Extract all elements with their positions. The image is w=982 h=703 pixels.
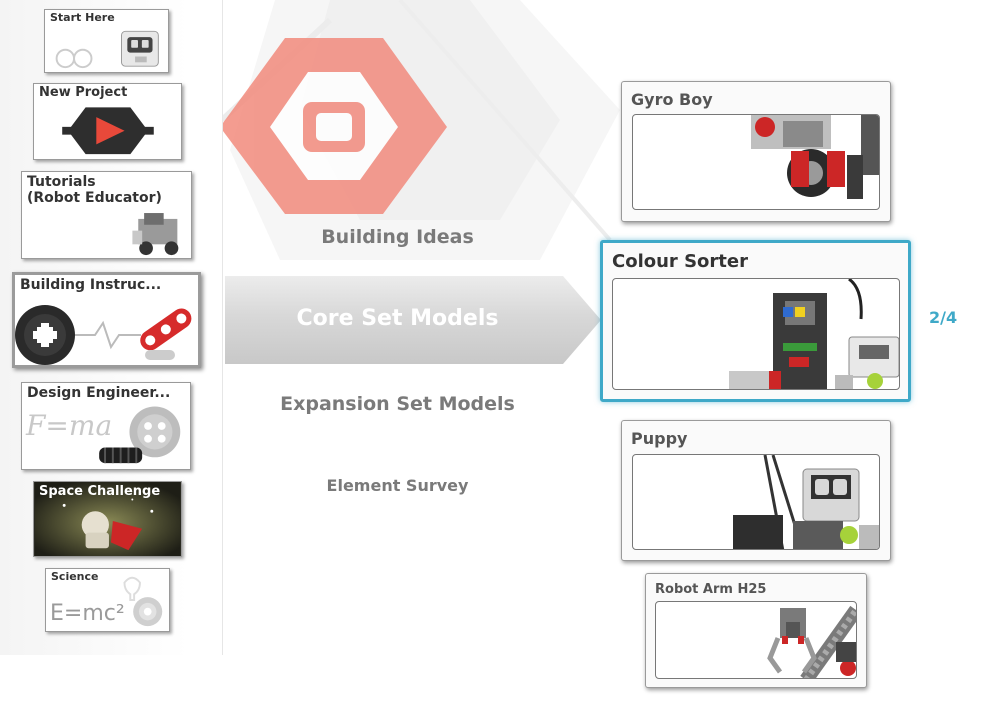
sidebar-item-new-project[interactable]: New Project	[33, 83, 182, 160]
sidebar-item-design-engineering[interactable]: Design Engineer... F=ma	[21, 382, 191, 470]
sidebar-item-label: Building Instruc...	[20, 277, 162, 293]
category-building-ideas[interactable]: Building Ideas	[321, 226, 474, 248]
model-card-robot-arm-h25[interactable]: Robot Arm H25	[645, 573, 867, 688]
sidebar-item-space-challenge[interactable]: Space Challenge	[33, 481, 182, 557]
model-title: Robot Arm H25	[655, 582, 767, 597]
model-thumbnail	[632, 114, 880, 210]
robot-arm-image	[767, 605, 856, 678]
formula-text: E=mc²	[50, 601, 125, 626]
page-indicator: 2/4	[929, 308, 958, 327]
model-card-puppy[interactable]: Puppy	[621, 420, 891, 561]
sidebar-item-building-instructions[interactable]: Building Instruc...	[12, 272, 201, 368]
model-thumbnail	[632, 454, 880, 550]
selected-category-arrow	[225, 276, 601, 364]
model-thumbnail	[612, 278, 900, 390]
emc2-gear-icon	[123, 576, 163, 627]
model-title: Gyro Boy	[631, 90, 713, 109]
sidebar-item-science[interactable]: Science E=mc²	[45, 568, 170, 632]
model-card-colour-sorter[interactable]: Colour Sorter	[600, 240, 911, 402]
sidebar-item-label: Tutorials (Robot Educator)	[27, 174, 162, 207]
model-title: Puppy	[631, 429, 688, 448]
rocket-figure-icon	[34, 482, 181, 556]
puppy-image	[733, 455, 879, 549]
formula-gear-icon	[99, 406, 181, 464]
category-element-survey[interactable]: Element Survey	[326, 476, 469, 495]
category-core-set-models[interactable]: Core Set Models	[296, 306, 499, 331]
model-card-gyro-boy[interactable]: Gyro Boy	[621, 81, 891, 222]
robot-face-icon	[55, 30, 159, 69]
category-expansion-set-models[interactable]: Expansion Set Models	[280, 393, 515, 415]
model-thumbnail	[655, 601, 857, 679]
gyro-boy-image	[751, 115, 879, 199]
play-hexagon-icon	[62, 107, 154, 155]
sidebar-item-label: Start Here	[50, 11, 115, 24]
sidebar-item-start-here[interactable]: Start Here	[44, 9, 169, 73]
sidebar-item-label: Science	[51, 570, 99, 583]
ev3-logo-icon	[220, 38, 447, 214]
sidebar-item-tutorials[interactable]: Tutorials (Robot Educator)	[21, 171, 192, 259]
formula-text: F=ma	[26, 409, 113, 442]
sidebar-item-label: New Project	[39, 85, 128, 100]
colour-sorter-image	[729, 279, 899, 389]
sidebar-item-label: Space Challenge	[39, 484, 161, 499]
gear-beam-icon	[15, 305, 192, 365]
robot-model-icon	[132, 213, 179, 256]
sidebar-item-label: Design Engineer...	[27, 385, 171, 401]
model-title: Colour Sorter	[612, 251, 748, 272]
